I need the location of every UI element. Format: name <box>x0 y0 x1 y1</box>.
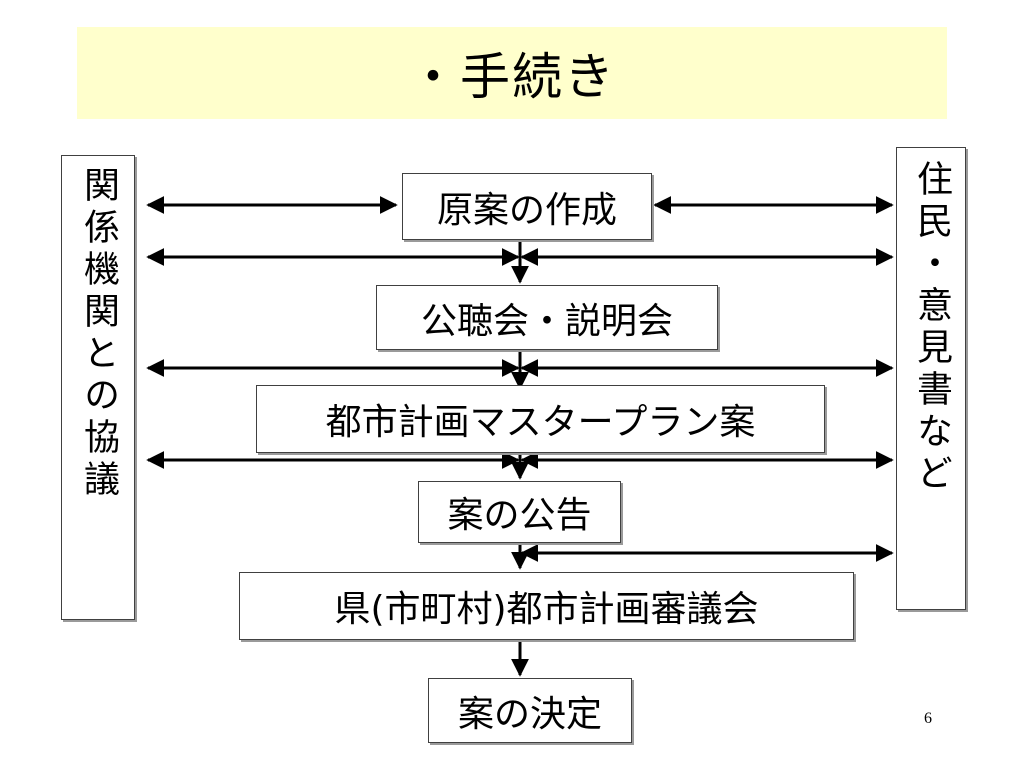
right-stakeholder-label: 住民・意見書など <box>911 160 952 496</box>
step-decision-label: 案の決定 <box>457 693 602 735</box>
step-public-hearing-label: 公聴会・説明会 <box>420 300 673 342</box>
step-notice: 案の公告 <box>418 481 621 543</box>
step-draft: 原案の作成 <box>402 173 652 240</box>
step-draft-label: 原案の作成 <box>436 189 617 231</box>
left-stakeholder-box: 関係機関との協議 <box>61 155 135 620</box>
left-stakeholder-label: 関係機関との協議 <box>78 166 119 502</box>
step-master-plan-label: 都市計画マスタープラン案 <box>325 402 756 443</box>
step-notice-label: 案の公告 <box>447 495 592 536</box>
step-master-plan: 都市計画マスタープラン案 <box>256 385 825 453</box>
step-council: 県(市町村)都市計画審議会 <box>239 572 854 640</box>
page-number: 6 <box>924 710 932 727</box>
step-public-hearing: 公聴会・説明会 <box>376 285 718 350</box>
slide-title: ・手続き <box>408 48 616 106</box>
title-band: ・手続き <box>77 27 947 119</box>
step-council-label: 県(市町村)都市計画審議会 <box>334 589 759 630</box>
step-decision: 案の決定 <box>428 678 632 743</box>
right-stakeholder-box: 住民・意見書など <box>896 147 966 610</box>
